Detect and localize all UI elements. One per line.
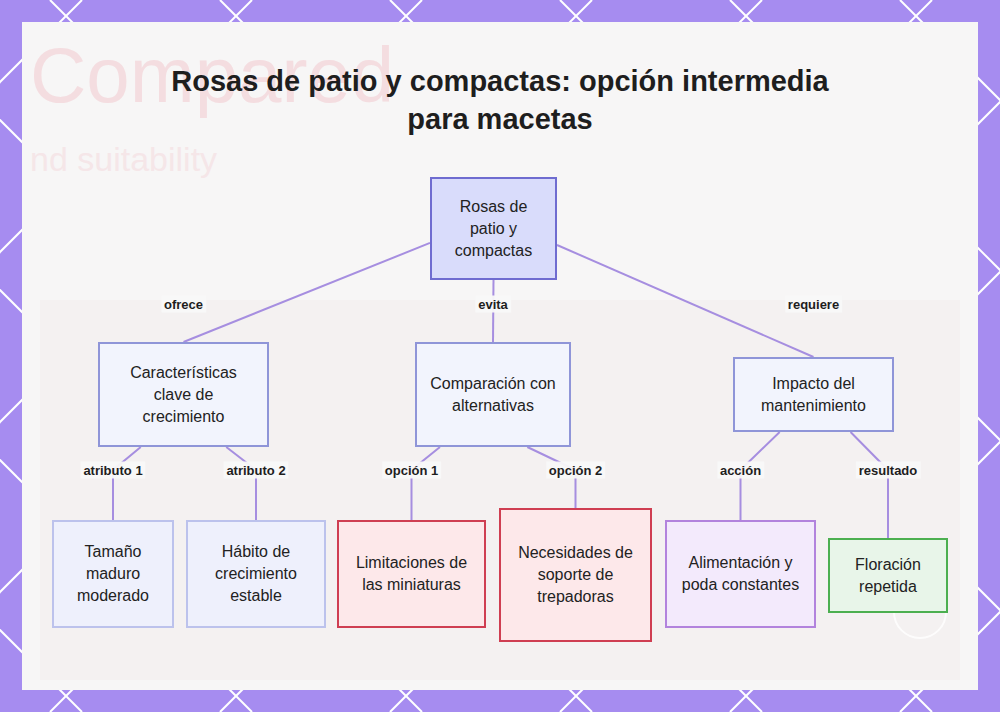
node-text: Comparación con alternativas (429, 373, 557, 417)
attribute-box: Tamaño maduro moderado (52, 520, 174, 628)
edge-label: atributo 2 (223, 462, 288, 479)
node-text: Necesidades de soporte de trepadoras (513, 542, 638, 608)
action-box: Alimentación y poda constantes (665, 520, 816, 628)
edge-label: opción 2 (546, 462, 605, 479)
node-text: Alimentación y poda constantes (679, 552, 802, 596)
edge-label: ofrece (161, 296, 206, 313)
blurred-photo (40, 300, 960, 680)
edge-label: acción (717, 462, 764, 479)
node-text: Hábito de crecimiento estable (200, 541, 312, 607)
watermark-text: nd suitability (30, 140, 217, 179)
node-text: Limitaciones de las miniaturas (351, 552, 472, 596)
node-text: Floración repetida (842, 554, 934, 598)
edge-label: evita (475, 296, 511, 313)
node-text: Impacto del mantenimiento (747, 373, 880, 417)
connector-line (557, 245, 814, 357)
connector-line (113, 447, 141, 520)
diagram-title: Rosas de patio y compactas: opción inter… (150, 62, 850, 138)
connector-line (412, 447, 440, 520)
attribute-box: Hábito de crecimiento estable (186, 520, 326, 628)
edge-label: opción 1 (382, 462, 441, 479)
alternative-box: Necesidades de soporte de trepadoras (499, 508, 652, 642)
node-text: Rosas de patio y compactas (444, 196, 543, 262)
root-concept: Rosas de patio y compactas (430, 177, 557, 280)
node-text: Características clave de crecimiento (112, 362, 255, 428)
alternative-box: Limitaciones de las miniaturas (337, 520, 486, 628)
category-box: Características clave de crecimiento (98, 342, 269, 447)
connector-line (851, 432, 888, 538)
edge-label: atributo 1 (80, 462, 145, 479)
edge-label: requiere (785, 296, 842, 313)
category-box: Comparación con alternativas (415, 342, 571, 447)
edge-label: resultado (856, 462, 921, 479)
panel (22, 22, 978, 690)
result-box: Floración repetida (828, 538, 948, 613)
node-text: Tamaño maduro moderado (66, 541, 160, 607)
connector-line (226, 447, 256, 520)
connector-line (184, 243, 431, 342)
category-box: Impacto del mantenimiento (733, 357, 894, 432)
